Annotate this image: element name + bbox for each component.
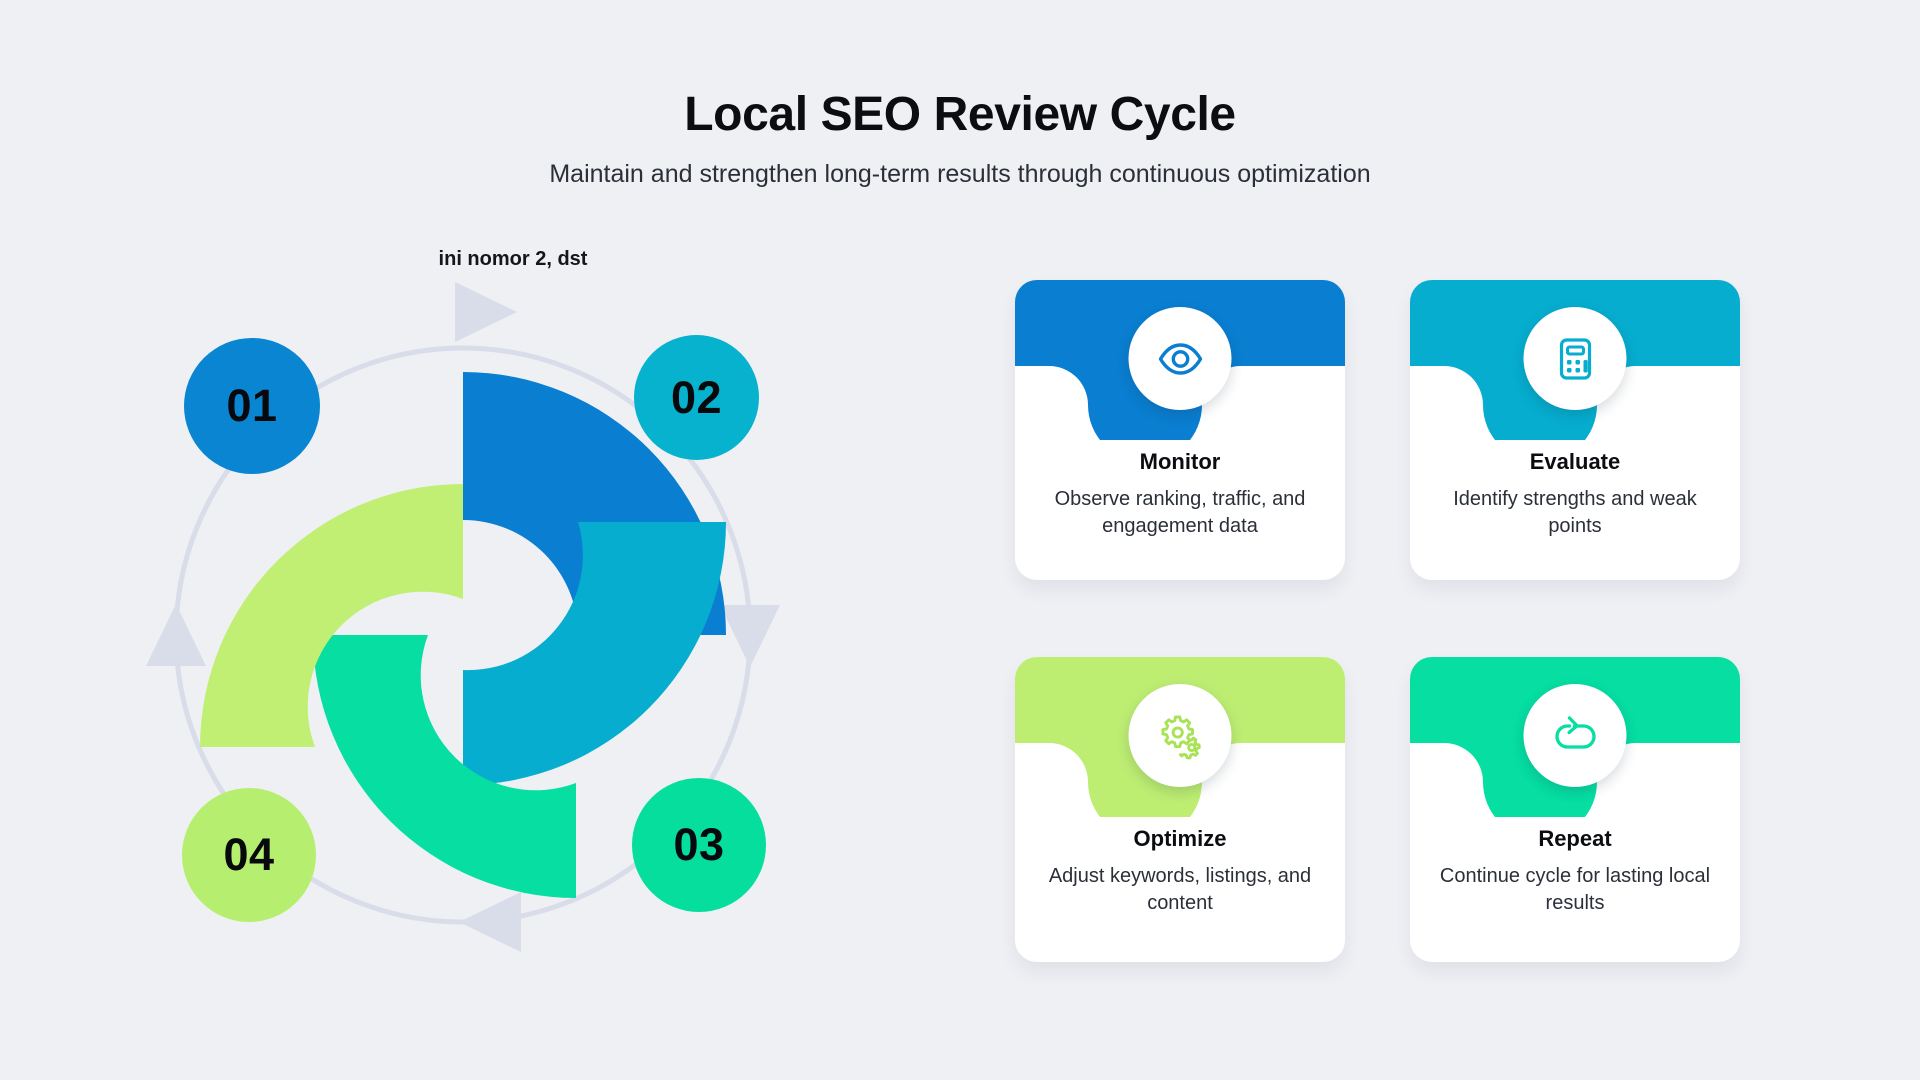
- card-title: Repeat: [1538, 826, 1612, 851]
- step-badge-03: 03: [632, 778, 766, 912]
- card-description: Observe ranking, traffic, and engagement…: [1054, 488, 1306, 537]
- cycle-diagram: ini nomor 2, dst 01 02 03 04: [118, 248, 908, 988]
- step-badge-01: 01: [184, 338, 320, 474]
- card-icon-disc: [1523, 307, 1627, 410]
- calculator-icon: [1559, 337, 1591, 380]
- eye-icon: [1158, 342, 1202, 375]
- step-card-monitor[interactable]: Monitor Observe ranking, traffic, and en…: [1015, 280, 1345, 580]
- repeat-icon: [1554, 715, 1596, 749]
- card-description: Continue cycle for lasting local results: [1439, 865, 1711, 914]
- gears-icon: [1160, 715, 1201, 759]
- step-cards: Monitor Observe ranking, traffic, and en…: [1015, 280, 1855, 980]
- ring-arrow-right: [720, 605, 780, 667]
- card-title: Monitor: [1139, 449, 1221, 474]
- page-title: Local SEO Review Cycle: [684, 88, 1236, 141]
- blade-02: [463, 522, 726, 785]
- blade-03: [313, 635, 576, 898]
- ring-arrow-bottom: [459, 892, 521, 952]
- card-title: Evaluate: [1529, 449, 1621, 474]
- ring-arrow-left: [146, 604, 206, 666]
- ring-arrow-top: [455, 282, 517, 342]
- blade-04: [200, 484, 463, 747]
- page-subtitle: Maintain and strengthen long-term result…: [549, 159, 1371, 188]
- card-icon-disc: [1128, 307, 1232, 410]
- card-description: Identify strengths and weak points: [1453, 488, 1697, 537]
- step-badge-02: 02: [634, 335, 759, 460]
- page-header: Local SEO Review Cycle Maintain and stre…: [0, 88, 1920, 189]
- card-icon-disc: [1128, 684, 1232, 787]
- pinwheel-graphic: [146, 282, 780, 952]
- step-card-evaluate[interactable]: Evaluate Identify strengths and weak poi…: [1410, 280, 1740, 580]
- card-icon-disc: [1523, 684, 1627, 787]
- card-title: Optimize: [1133, 826, 1227, 851]
- card-description: Adjust keywords, listings, and content: [1048, 865, 1312, 914]
- diagram-caption: ini nomor 2, dst: [438, 248, 588, 270]
- step-card-repeat[interactable]: Repeat Continue cycle for lasting local …: [1410, 657, 1740, 962]
- step-badge-04: 04: [182, 788, 316, 922]
- step-card-optimize[interactable]: Optimize Adjust keywords, listings, and …: [1015, 657, 1345, 962]
